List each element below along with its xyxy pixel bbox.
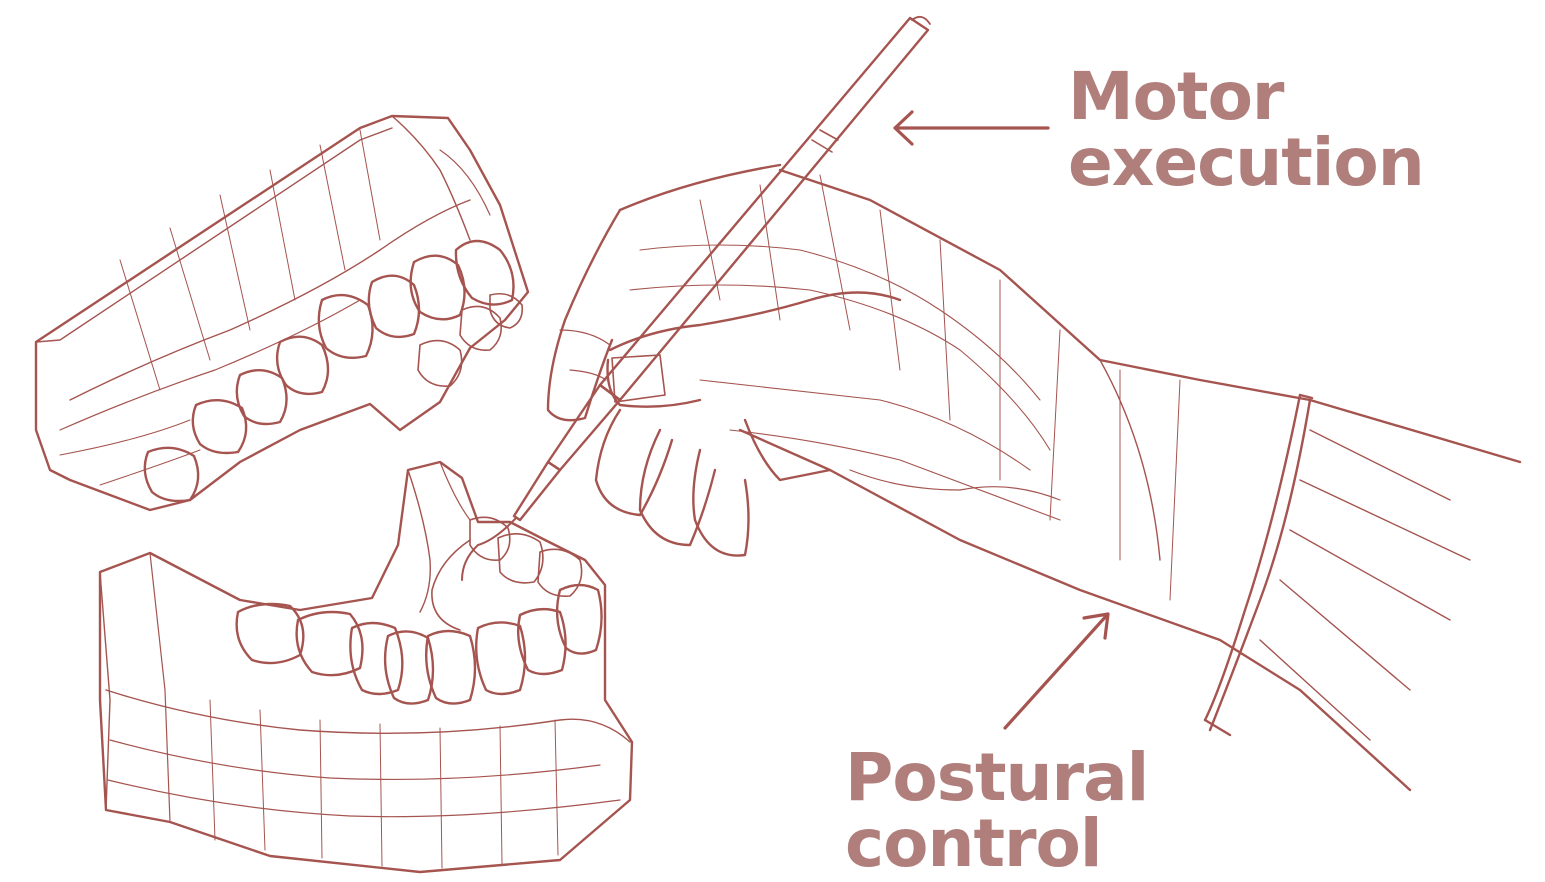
postural-control-label: Postural control [845,745,1148,877]
dental-probe [462,17,930,580]
upper-jaw [36,116,528,510]
motor-label-line1: Motor [1068,64,1424,130]
lower-jaw [100,462,632,872]
postural-arrow [1005,614,1108,728]
postural-label-line1: Postural [845,745,1148,811]
motor-arrow [895,112,1048,144]
motor-execution-label: Motor execution [1068,64,1424,196]
motor-label-line2: execution [1068,130,1424,196]
postural-label-line2: control [845,811,1148,877]
